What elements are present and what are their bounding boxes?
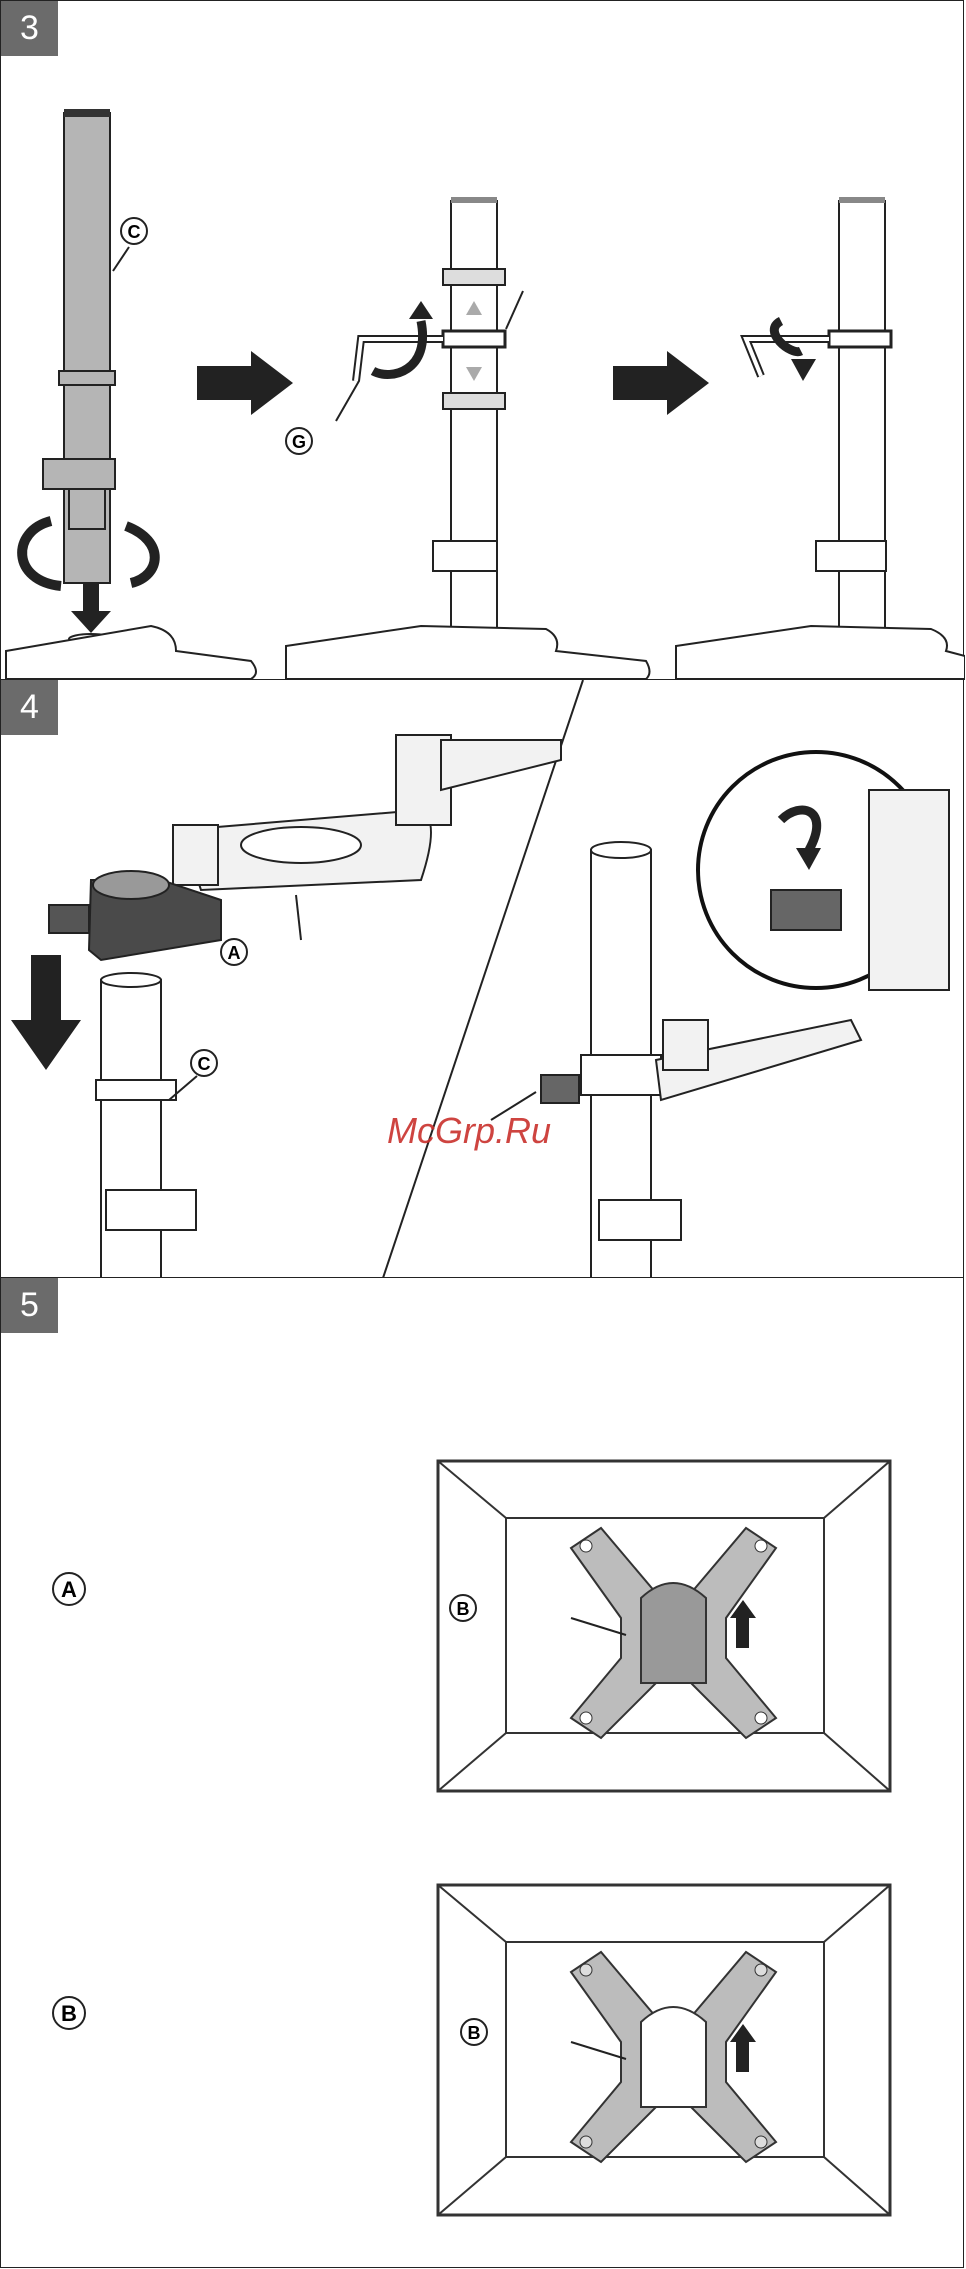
callout-b-label-b: B [468, 2023, 481, 2043]
monitor-back-a [438, 1461, 890, 1791]
arrow-down-icon [11, 955, 81, 1070]
callout-c-label: C [128, 222, 141, 242]
step-3-illustration: C G [1, 1, 965, 681]
step-5-illustration: A B B [1, 1278, 965, 2269]
step-4-panel: 4 A C [0, 679, 964, 1279]
callout-g-label: G [292, 432, 306, 452]
option-a-label: A [61, 1577, 77, 1602]
monitor-back-b [438, 1885, 890, 2215]
option-b-label: B [61, 2001, 77, 2026]
callout-c-label-step4: C [198, 1054, 211, 1074]
arrow-right-icon-2 [613, 351, 709, 415]
step-5-panel: 5 A B B [0, 1277, 964, 2268]
step-3-panel: 3 C [0, 0, 964, 680]
callout-a-label-step4: A [228, 943, 241, 963]
arrow-right-icon [197, 351, 293, 415]
watermark-text: McGrp.Ru [387, 1110, 551, 1152]
monitor-arm-illustration [49, 735, 561, 960]
callout-b-label-a: B [457, 1599, 470, 1619]
pole-middle-illustration [286, 197, 650, 679]
step-4-illustration: A C [1, 680, 965, 1280]
pole-right-illustration [676, 197, 965, 679]
